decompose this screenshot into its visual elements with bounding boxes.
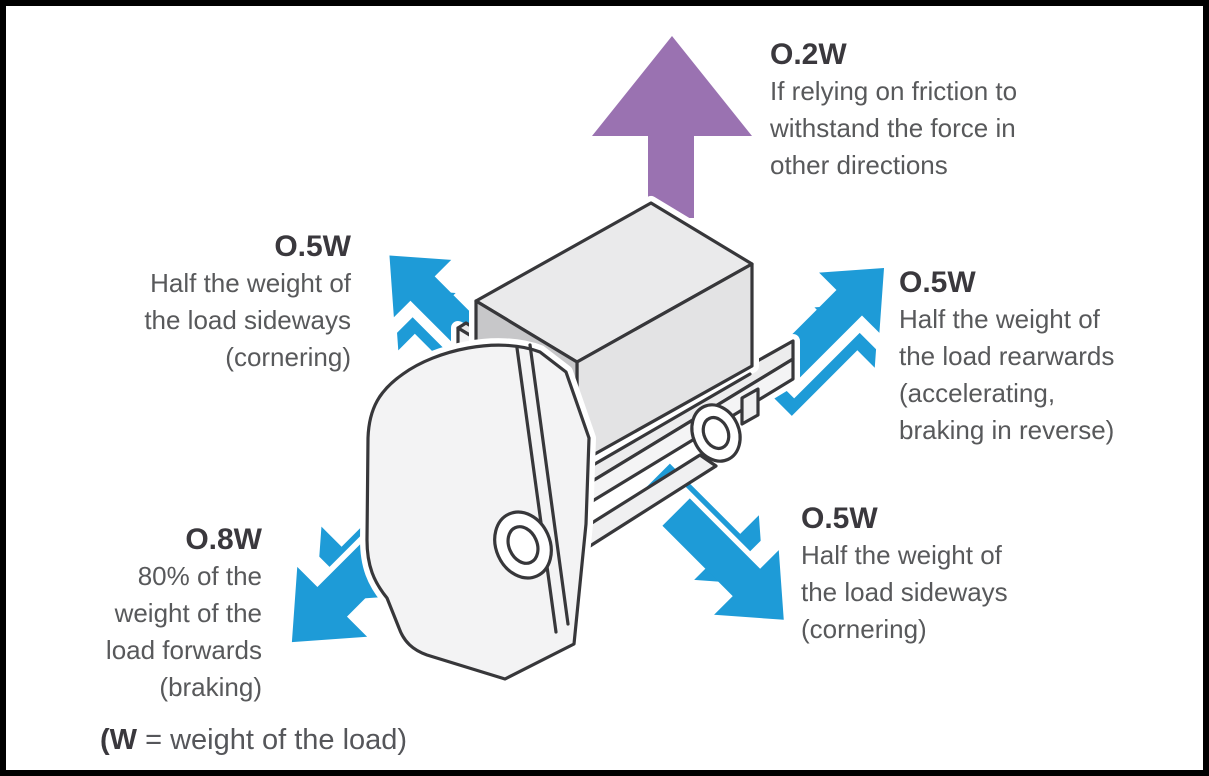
front-wheel	[493, 510, 553, 580]
force-desc-line: braking in reverse)	[899, 415, 1115, 445]
force-value-up: O.2W	[770, 38, 847, 71]
force-label-bottom-left: O.8W 80% of the weight of the load forwa…	[106, 521, 262, 706]
force-desc-line: other directions	[770, 150, 948, 180]
force-desc-line: withstand the force in	[770, 113, 1016, 143]
sideways-right-force-arrow	[623, 444, 817, 653]
force-desc-line: Half the weight of	[150, 268, 351, 298]
force-desc-line: (cornering)	[225, 342, 351, 372]
force-label-right: O.5W Half the weight of the load rearwar…	[899, 264, 1114, 449]
weight-symbol: (W	[100, 724, 138, 756]
force-desc-line: Half the weight of	[899, 304, 1100, 334]
weight-legend-text: = weight of the load)	[137, 724, 408, 756]
weight-legend: (W = weight of the load)	[100, 724, 407, 757]
force-desc-line: load forwards	[105, 635, 262, 665]
force-desc-line: (braking)	[159, 672, 262, 702]
force-label-bottom-right: O.5W Half the weight of the load sideway…	[801, 500, 1008, 648]
force-desc-line: the load sideways	[801, 577, 1008, 607]
truck-cab	[360, 338, 596, 686]
force-value-bottom-left: O.8W	[185, 523, 262, 556]
force-desc-line: If relying on friction to	[770, 76, 1018, 106]
force-desc-line: Half the weight of	[801, 540, 1002, 570]
force-label-top-left: O.5W Half the weight of the load sideway…	[144, 228, 351, 376]
rear-wheel	[690, 403, 742, 463]
force-desc-line: (cornering)	[801, 614, 927, 644]
load-forces-diagram	[256, 36, 915, 686]
force-value-right: O.5W	[899, 266, 976, 299]
force-desc-line: the load sideways	[144, 305, 351, 335]
force-desc-line: (accelerating,	[899, 378, 1056, 408]
force-desc-line: the load rearwards	[899, 341, 1115, 371]
upward-force-arrow	[592, 36, 752, 218]
truck-illustration	[360, 196, 800, 686]
force-value-top-left: O.5W	[274, 230, 351, 263]
force-desc-line: weight of the	[114, 598, 262, 628]
force-value-bottom-right: O.5W	[801, 502, 878, 535]
rear-bracket	[740, 387, 760, 426]
force-desc-line: 80% of the	[137, 561, 262, 591]
force-label-up: O.2W If relying on friction to withstand…	[770, 36, 1017, 184]
